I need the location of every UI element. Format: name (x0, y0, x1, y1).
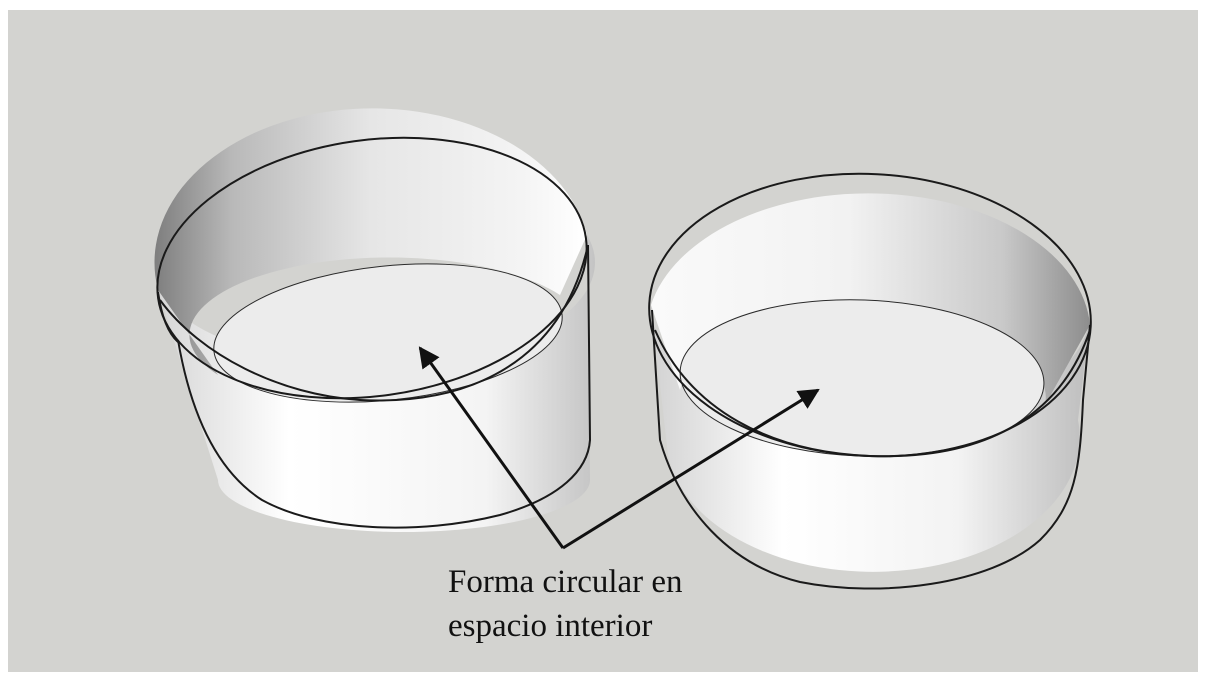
left-cylinder-left-edge (157, 291, 179, 343)
arrow-to-right-floor (562, 388, 820, 550)
left-cylinder[interactable] (140, 108, 603, 532)
left-cylinder-bottom-edge (177, 244, 592, 529)
annotation-label: Forma circular en espacio interior (448, 560, 778, 648)
annotation-line-1: Forma circular en (448, 564, 683, 600)
right-cylinder-bottom-edge (651, 309, 1091, 590)
right-cylinder-inner-wall (651, 193, 1090, 405)
right-cylinder[interactable] (642, 163, 1098, 590)
annotation-arrows (418, 346, 820, 550)
annotation-line-2: espacio interior (448, 608, 653, 644)
arrow-to-left-floor (418, 346, 565, 549)
left-cylinder-front-rim (159, 244, 589, 402)
left-cylinder-inner-wall (154, 108, 588, 376)
right-cylinder-front-rim (654, 329, 1091, 458)
